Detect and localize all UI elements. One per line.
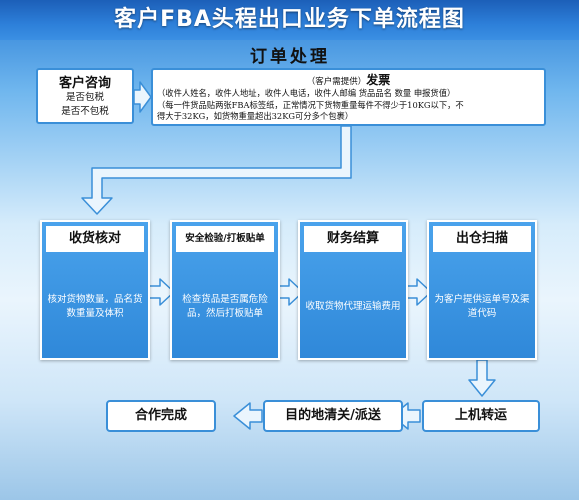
box-airlift: 上机转运: [422, 400, 540, 432]
step-security-check-body: 检查货品是否属危险品，然后打板贴单: [182, 294, 268, 319]
arrow-step4-to-airlift: [468, 359, 496, 397]
step-security-check: 安全检验/打板贴单 检查货品是否属危险品，然后打板贴单: [170, 220, 280, 360]
invoice-box: （客户需提供）发票 （收件人姓名，收件人地址，收件人电话，收件人邮编 货品品名 …: [151, 68, 546, 126]
step-outbound-scan: 出仓扫描 为客户提供运单号及渠道代码: [427, 220, 537, 360]
arrow-invoice-to-receive: [81, 125, 352, 215]
consult-box: 客户咨询 是否包税 是否不包税: [36, 68, 134, 124]
arrow-clearance-to-done: [233, 402, 263, 430]
step-outbound-scan-body: 为客户提供运单号及渠道代码: [434, 294, 530, 319]
consult-head: 客户咨询: [58, 76, 111, 91]
invoice-line-3: 得大于32KG，如货物重量超出32KG可分多个包裹）: [157, 111, 354, 121]
page-title: 客户FBA头程出口业务下单流程图: [114, 7, 465, 32]
step-finance-body: 收取货物代理运输费用: [305, 301, 401, 312]
step-receive-check-body: 核对货物数量，品名货数重量及体积: [47, 294, 143, 319]
invoice-note: （客户需提供）: [306, 77, 367, 87]
consult-line-tax-included: 是否包税: [65, 92, 104, 103]
title-banner: [0, 0, 579, 40]
invoice-header: （客户需提供）发票: [153, 71, 544, 88]
invoice-line-2: （每一件货品贴两张FBA标签纸，正常情况下货物重量每件不得少于10KG以下，不: [157, 99, 464, 110]
box-complete: 合作完成: [106, 400, 216, 432]
box-clearance-delivery: 目的地清关/派送: [263, 400, 403, 432]
invoice-head: 发票: [366, 73, 391, 87]
step-finance: 财务结算 收取货物代理运输费用: [298, 220, 408, 360]
step-receive-check-head: 收货核对: [46, 226, 144, 252]
step-outbound-scan-head: 出仓扫描: [433, 226, 531, 252]
arrow-consult-to-invoice: [133, 81, 152, 113]
step-receive-check: 收货核对 核对货物数量，品名货数重量及体积: [40, 220, 150, 360]
invoice-line-1: （收件人姓名，收件人地址，收件人电话，收件人邮编 货品品名 数量 申报货值）: [157, 88, 456, 98]
section-title: 订单处理: [250, 47, 330, 67]
step-finance-head: 财务结算: [304, 226, 402, 252]
step-security-check-head: 安全检验/打板贴单: [176, 226, 274, 252]
consult-line-tax-excluded: 是否不包税: [61, 106, 109, 117]
